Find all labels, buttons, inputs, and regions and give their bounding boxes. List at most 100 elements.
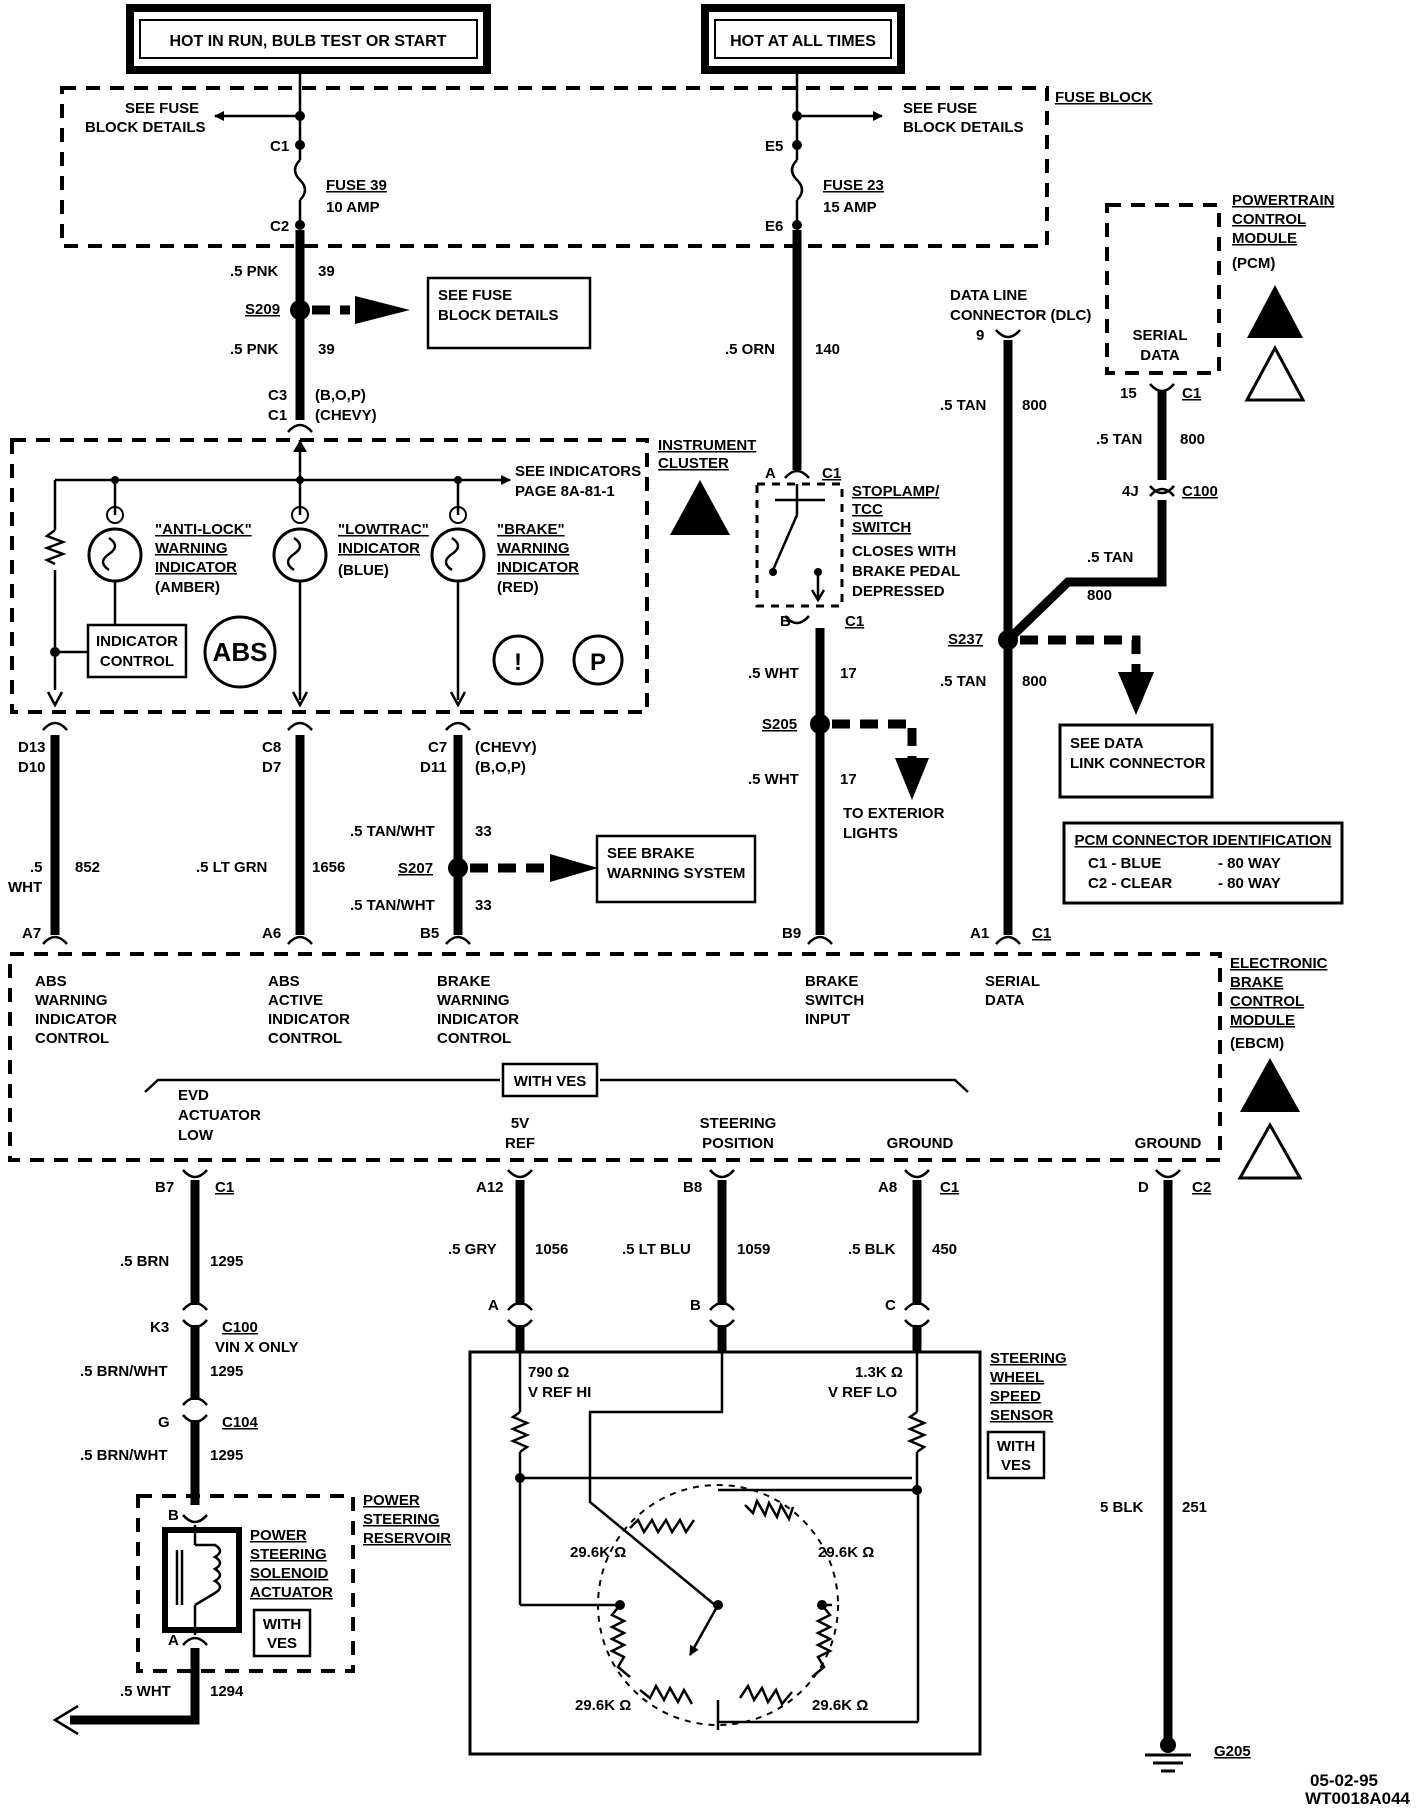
power-steering-reservoir-outline bbox=[136, 1494, 355, 1673]
svg-text:- 80 WAY: - 80 WAY bbox=[1218, 875, 1281, 892]
svg-text:1295: 1295 bbox=[210, 1363, 243, 1380]
svg-text:.5 BLK: .5 BLK bbox=[848, 1241, 896, 1258]
obd-ii-icon-pcm bbox=[1244, 344, 1306, 402]
svg-text:V REF LO: V REF LO bbox=[828, 1384, 898, 1401]
instrument-cluster-label: INSTRUMENT bbox=[658, 437, 756, 454]
svg-text:29.6K Ω: 29.6K Ω bbox=[570, 1544, 626, 1561]
svg-text:15: 15 bbox=[1120, 385, 1137, 402]
svg-text:INDICATOR: INDICATOR bbox=[437, 1011, 519, 1028]
hot-always-box bbox=[701, 4, 905, 74]
svg-text:STEERING: STEERING bbox=[363, 1511, 440, 1528]
splice-s237 bbox=[998, 630, 1018, 650]
svg-text:C1: C1 bbox=[1182, 385, 1201, 402]
svg-text:INDICATOR: INDICATOR bbox=[155, 559, 237, 576]
svg-text:140: 140 bbox=[815, 341, 840, 358]
svg-text:SPEED: SPEED bbox=[990, 1388, 1041, 1405]
svg-text:(EBCM): (EBCM) bbox=[1230, 1035, 1284, 1052]
splice-s209-label: S209 bbox=[245, 301, 280, 318]
svg-text:DEPRESSED: DEPRESSED bbox=[852, 583, 945, 600]
anti-lock-bulb-icon bbox=[87, 527, 143, 583]
svg-text:(BLUE): (BLUE) bbox=[338, 562, 389, 579]
svg-text:ABS: ABS bbox=[213, 637, 268, 667]
svg-text:INDICATOR: INDICATOR bbox=[338, 540, 420, 557]
resistor-icon bbox=[43, 529, 67, 566]
svg-text:A: A bbox=[168, 1632, 179, 1649]
svg-text:SEE DATA: SEE DATA bbox=[1070, 735, 1144, 752]
dlc-label: DATA LINE bbox=[950, 287, 1027, 304]
svg-text:SERIAL: SERIAL bbox=[1132, 327, 1187, 344]
svg-text:LIGHTS: LIGHTS bbox=[843, 825, 898, 842]
svg-text:.5: .5 bbox=[30, 859, 43, 876]
pin-e5: E5 bbox=[765, 138, 783, 155]
svg-text:17: 17 bbox=[840, 665, 857, 682]
esd-icon-ebcm bbox=[1240, 1058, 1300, 1112]
svg-text:5V: 5V bbox=[511, 1115, 529, 1132]
svg-text:29.6K Ω: 29.6K Ω bbox=[812, 1697, 868, 1714]
svg-text:9: 9 bbox=[976, 327, 984, 344]
svg-text:C1: C1 bbox=[215, 1179, 234, 1196]
svg-text:.5 TAN: .5 TAN bbox=[940, 673, 986, 690]
svg-text:A1: A1 bbox=[970, 925, 989, 942]
svg-text:29.6K Ω: 29.6K Ω bbox=[818, 1544, 874, 1561]
svg-text:.5 TAN: .5 TAN bbox=[1087, 549, 1133, 566]
svg-text:B: B bbox=[690, 1297, 701, 1314]
svg-text:A: A bbox=[488, 1297, 499, 1314]
svg-text:INDICATOR: INDICATOR bbox=[268, 1011, 350, 1028]
svg-text:POWER: POWER bbox=[363, 1492, 420, 1509]
svg-text:WHT: WHT bbox=[8, 879, 42, 896]
resistor-ring-d bbox=[811, 1604, 833, 1678]
fuse-23-label: FUSE 23 bbox=[823, 177, 884, 194]
svg-text:B9: B9 bbox=[782, 925, 801, 942]
svg-text:C100: C100 bbox=[222, 1319, 258, 1336]
svg-text:(B,O,P): (B,O,P) bbox=[475, 759, 526, 776]
svg-text:SEE BRAKE: SEE BRAKE bbox=[607, 845, 695, 862]
svg-text:.5 ORN: .5 ORN bbox=[725, 341, 775, 358]
svg-text:"ANTI-LOCK": "ANTI-LOCK" bbox=[155, 521, 252, 538]
svg-text:GROUND: GROUND bbox=[887, 1135, 954, 1152]
svg-text:.5 TAN: .5 TAN bbox=[1096, 431, 1142, 448]
svg-text:(CHEVY): (CHEVY) bbox=[475, 739, 537, 756]
svg-text:BLOCK DETAILS: BLOCK DETAILS bbox=[438, 307, 559, 324]
svg-text:SENSOR: SENSOR bbox=[990, 1407, 1054, 1424]
svg-text:SWITCH: SWITCH bbox=[805, 992, 864, 1009]
svg-text:MODULE: MODULE bbox=[1230, 1012, 1295, 1029]
diagram-date: 05-02-95 bbox=[1310, 1771, 1378, 1790]
svg-text:S207: S207 bbox=[398, 860, 433, 877]
svg-text:ACTIVE: ACTIVE bbox=[268, 992, 323, 1009]
steering-wheel-speed-sensor-box bbox=[468, 1350, 982, 1756]
svg-text:(B,O,P): (B,O,P) bbox=[315, 387, 366, 404]
svg-text:BRAKE PEDAL: BRAKE PEDAL bbox=[852, 563, 960, 580]
svg-text:PAGE 8A-81-1: PAGE 8A-81-1 bbox=[515, 483, 615, 500]
see-data-link-box bbox=[1058, 723, 1214, 799]
pin-c2-fuse39: C2 bbox=[270, 218, 289, 235]
svg-text:VES: VES bbox=[1001, 1457, 1031, 1474]
see-fuse-left: SEE FUSE bbox=[125, 100, 199, 117]
svg-text:WARNING: WARNING bbox=[155, 540, 228, 557]
hot-always-label: HOT AT ALL TIMES bbox=[730, 33, 876, 50]
svg-text:C: C bbox=[885, 1297, 896, 1314]
svg-text:SWITCH: SWITCH bbox=[852, 519, 911, 536]
svg-text:ACTUATOR: ACTUATOR bbox=[250, 1584, 333, 1601]
svg-text:.5 TAN/WHT: .5 TAN/WHT bbox=[350, 823, 435, 840]
svg-text:.5 BRN/WHT: .5 BRN/WHT bbox=[80, 1363, 168, 1380]
svg-text:WARNING: WARNING bbox=[437, 992, 510, 1009]
switch-contact-icon bbox=[771, 514, 799, 571]
fuse-23-symbol bbox=[790, 159, 804, 201]
park-brake-icon bbox=[572, 634, 624, 686]
svg-text:ACTUATOR: ACTUATOR bbox=[178, 1107, 261, 1124]
with-ves-tag bbox=[501, 1062, 599, 1098]
svg-text:"BRAKE": "BRAKE" bbox=[497, 521, 565, 538]
svg-text:VIN X ONLY: VIN X ONLY bbox=[215, 1339, 299, 1356]
svg-text:STEERING: STEERING bbox=[700, 1115, 777, 1132]
svg-text:CONTROL: CONTROL bbox=[100, 653, 174, 670]
pcm-connector-id-box bbox=[1062, 821, 1344, 905]
fuse-39-amp: 10 AMP bbox=[326, 199, 380, 216]
svg-text:EVD: EVD bbox=[178, 1087, 209, 1104]
brake-bulb-icon bbox=[430, 527, 486, 583]
wire-800-c100 bbox=[1004, 500, 1167, 644]
svg-text:SEE INDICATORS: SEE INDICATORS bbox=[515, 463, 641, 480]
svg-text:4J: 4J bbox=[1122, 483, 1139, 500]
resistor-790 bbox=[509, 1410, 531, 1454]
svg-text:1294: 1294 bbox=[210, 1683, 244, 1700]
